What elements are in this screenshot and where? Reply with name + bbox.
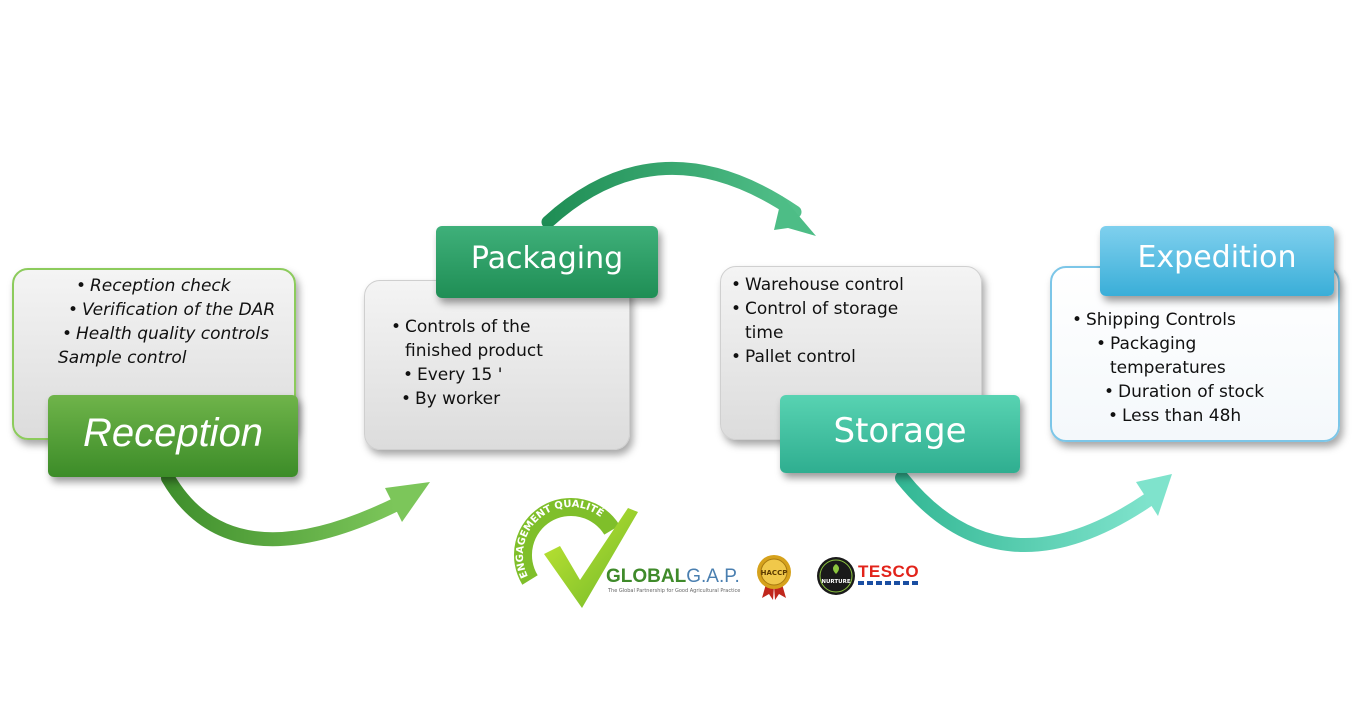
reception-item: Sample control — [58, 348, 187, 368]
expedition-list: Shipping Controls Packaging temperatures… — [1052, 268, 1338, 428]
expedition-item: Packaging temperatures — [1096, 332, 1260, 380]
reception-item: Verification of the DAR — [68, 298, 294, 322]
globalgap-name-light: G.A.P. — [686, 566, 740, 587]
globalgap-name-bold: GLOBAL — [606, 566, 687, 587]
arrow-packaging-to-storage — [541, 162, 816, 236]
tesco-stripes — [858, 581, 918, 585]
gold-seal-icon: HACCP — [757, 555, 791, 600]
tesco-logo: TESCO — [856, 562, 922, 586]
haccp-text: HACCP — [761, 569, 788, 577]
storage-item: Warehouse control — [731, 273, 981, 297]
storage-list: Warehouse control Control of storage tim… — [721, 267, 981, 369]
globalgap-name: GLOBALG.A.P. — [606, 566, 740, 588]
storage-item: Pallet control — [731, 345, 981, 369]
reception-list: Reception check Verification of the DAR … — [14, 270, 294, 370]
packaging-list: Controls of the finished product Every 1… — [365, 281, 629, 411]
packaging-label: Packaging — [436, 226, 658, 298]
expedition-label: Expedition — [1100, 226, 1334, 296]
leaf-circle-icon: NURTURE — [817, 557, 855, 595]
storage-item: Control of storage time — [731, 297, 925, 345]
tesco-name: TESCO — [858, 562, 920, 581]
storage-label: Storage — [780, 395, 1020, 473]
reception-item: Reception check — [76, 274, 294, 298]
expedition-item: Shipping Controls — [1072, 308, 1338, 332]
expedition-item: Duration of stock — [1104, 380, 1338, 404]
reception-label: Reception — [48, 395, 298, 477]
globalgap-tagline: The Global Partnership for Good Agricult… — [608, 588, 741, 594]
packaging-item: Controls of the finished product — [391, 315, 585, 363]
packaging-card: Controls of the finished product Every 1… — [364, 280, 630, 450]
expedition-item: Less than 48h — [1108, 404, 1338, 428]
arrow-storage-to-expedition — [895, 471, 1172, 553]
packaging-item: Every 15 ' — [403, 363, 629, 387]
arrow-reception-to-packaging — [161, 471, 430, 547]
packaging-item: By worker — [401, 387, 629, 411]
reception-item: Health quality controls — [62, 322, 294, 346]
green-check-seal-icon: ENGAGEMENT QUALITÉ — [514, 497, 638, 608]
globalgap-logo: GLOBALG.A.P. The Global Partnership for … — [606, 566, 746, 602]
nurture-text: NURTURE — [821, 579, 851, 585]
